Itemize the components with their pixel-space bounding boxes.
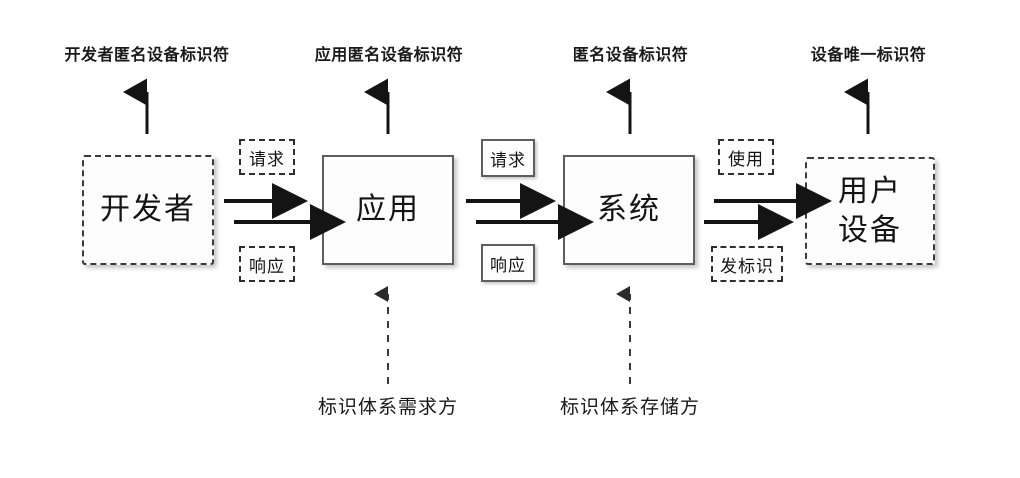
edge-label-text: 响应 xyxy=(249,256,285,276)
up-arrow-system xyxy=(606,78,644,136)
edge-label-text: 请求 xyxy=(490,150,526,170)
edge-label-app-sys-response: 响应 xyxy=(481,244,535,282)
node-user-device-label-line1: 用户 xyxy=(838,174,902,208)
caption-id-system-storage: 标识体系存储方 xyxy=(559,397,700,418)
arrow-sys-to-device xyxy=(702,204,802,240)
caption-id-system-consumer: 标识体系需求方 xyxy=(317,397,458,418)
up-arrow-app xyxy=(364,78,402,136)
up-arrow-developer xyxy=(123,78,161,136)
caption-anon-id: 匿名设备标识符 xyxy=(572,47,689,64)
arrow-app-to-dev xyxy=(222,204,346,240)
edge-label-dev-app-response: 响应 xyxy=(239,246,295,282)
edge-label-text: 发标识 xyxy=(720,256,774,276)
edge-label-dev-app-request: 请求 xyxy=(239,139,295,175)
node-app[interactable]: 应用 xyxy=(322,155,454,265)
node-system-label: 系统 xyxy=(597,193,661,227)
node-app-label: 应用 xyxy=(356,193,420,227)
caption-dev-anon-id: 开发者匿名设备标识符 xyxy=(64,47,230,64)
arrow-sys-to-app xyxy=(464,204,594,240)
dashed-connector-app-consumer xyxy=(374,286,400,386)
dashed-connector-system-storage xyxy=(616,286,642,386)
edge-label-text: 响应 xyxy=(490,255,526,275)
edge-label-app-sys-request: 请求 xyxy=(481,139,535,177)
edge-label-sys-device-use: 使用 xyxy=(718,139,774,175)
arrow-app-to-sys xyxy=(464,183,564,219)
node-system[interactable]: 系统 xyxy=(563,155,695,265)
node-developer[interactable]: 开发者 xyxy=(82,155,214,265)
edge-label-sys-device-issue-id: 发标识 xyxy=(711,246,783,282)
arrow-dev-to-app xyxy=(222,183,316,219)
caption-app-anon-id: 应用匿名设备标识符 xyxy=(314,47,464,64)
edge-label-text: 使用 xyxy=(728,149,764,169)
caption-device-uid: 设备唯一标识符 xyxy=(810,47,927,64)
node-user-device-label-line2: 设备 xyxy=(838,214,902,247)
node-developer-label: 开发者 xyxy=(100,193,196,227)
arrow-device-to-sys xyxy=(702,183,832,219)
up-arrow-device xyxy=(844,78,882,136)
node-user-device[interactable]: 用户 设备 xyxy=(805,157,935,265)
edge-label-text: 请求 xyxy=(249,149,285,169)
